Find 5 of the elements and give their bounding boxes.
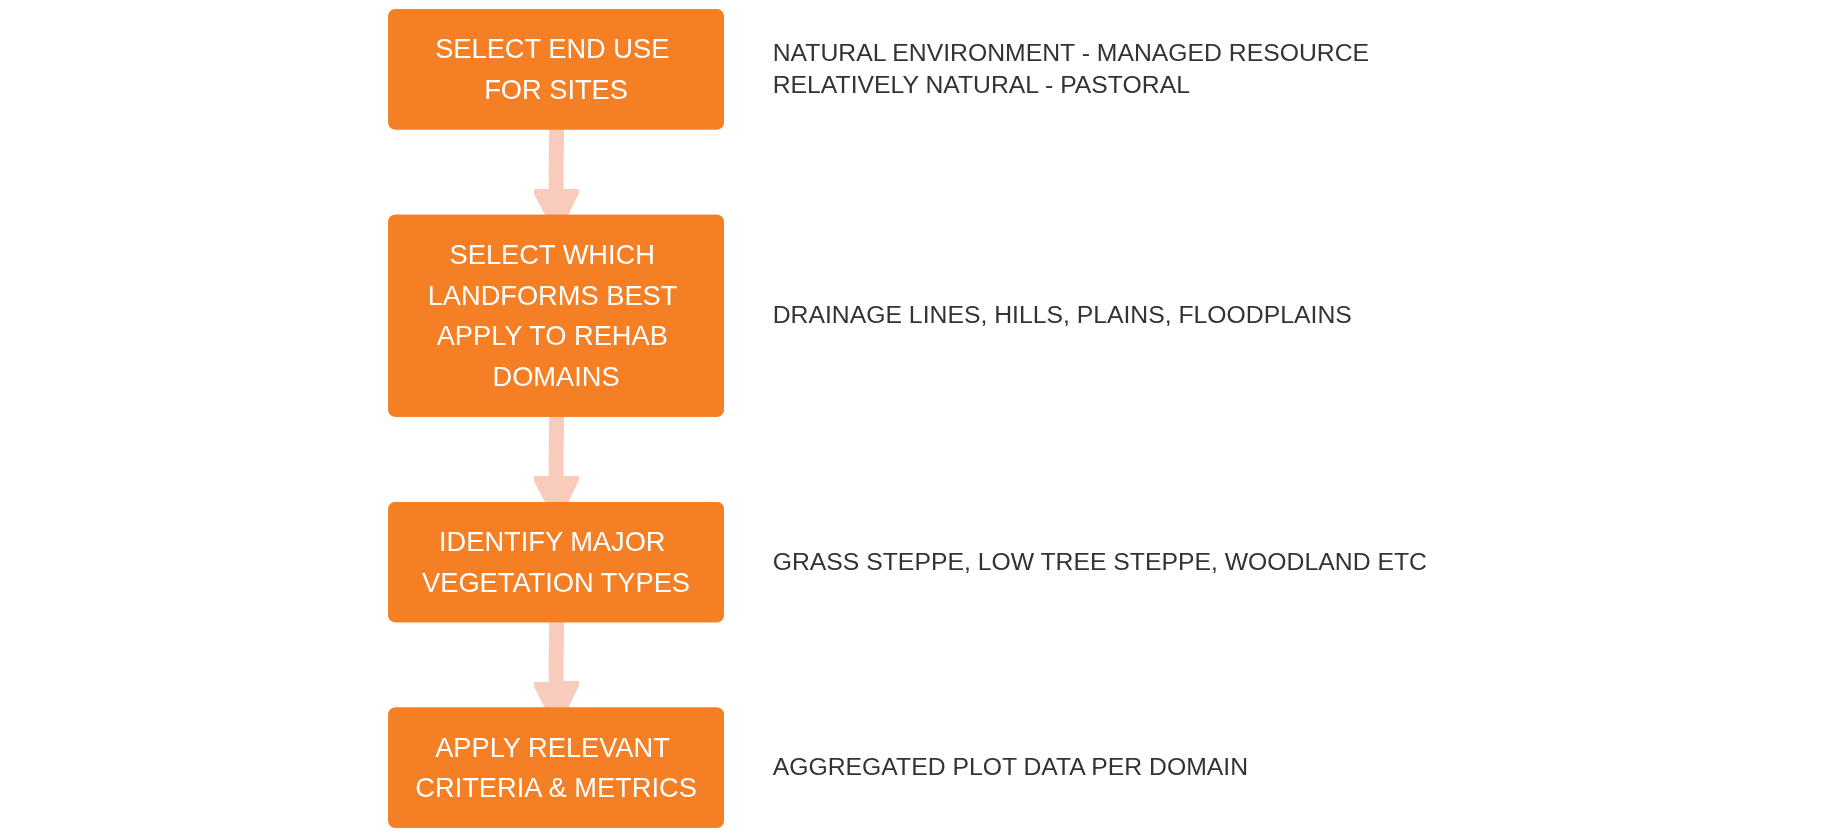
note-text: AGGREGATED PLOT DATA PER DOMAIN xyxy=(772,753,1249,781)
note-text: GRASS STEPPE, LOW TREE STEPPE, WOODLAND ETC xyxy=(772,547,1427,575)
note-text: RELATIVELY NATURAL - PASTORAL xyxy=(772,70,1190,98)
note-text: DRAINAGE LINES, HILLS, PLAINS, FLOODPLAINS xyxy=(772,301,1352,329)
note-text: NATURAL ENVIRONMENT - MANAGED RESOURCE xyxy=(772,38,1370,66)
